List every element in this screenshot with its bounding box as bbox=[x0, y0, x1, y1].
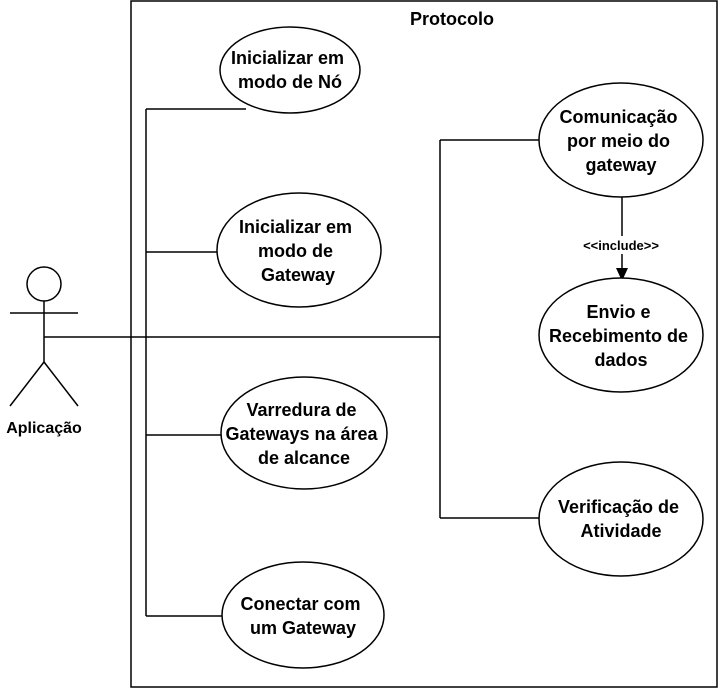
actor-left-leg bbox=[9, 361, 45, 407]
system-title: Protocolo bbox=[410, 9, 494, 29]
use-case-label: Inicializar em modo de Nó bbox=[231, 48, 349, 92]
use-case-envio[interactable]: Envio e Recebimento de dados bbox=[538, 277, 704, 393]
use-case-label: Verificação de Atividade bbox=[558, 497, 684, 541]
use-case-comunicacao[interactable]: Comunicação por meio do gateway bbox=[538, 82, 704, 198]
use-case-label: Varredura de Gateways na área de alcance bbox=[225, 400, 382, 468]
include-relationship: <<include>> bbox=[574, 197, 668, 281]
use-case-varredura[interactable]: Varredura de Gateways na área de alcance bbox=[220, 376, 388, 490]
use-case-label: Envio e Recebimento de dados bbox=[549, 302, 693, 370]
use-case-label: Inicializar em modo de Gateway bbox=[239, 217, 357, 285]
use-case-inicializar-no[interactable]: Inicializar em modo de Nó bbox=[219, 26, 361, 114]
arrowhead-icon bbox=[616, 268, 628, 281]
include-label: <<include>> bbox=[583, 238, 659, 253]
actor-aplicacao[interactable]: Aplicação bbox=[6, 266, 82, 437]
use-case-label: Conectar com um Gateway bbox=[240, 594, 365, 638]
use-case-inicializar-gateway[interactable]: Inicializar em modo de Gateway bbox=[216, 192, 382, 308]
association-lines bbox=[44, 108, 540, 617]
use-case-label: Comunicação por meio do gateway bbox=[559, 107, 682, 175]
use-case-conectar[interactable]: Conectar com um Gateway bbox=[221, 561, 385, 669]
actor-right-leg bbox=[43, 361, 79, 407]
actor-label: Aplicação bbox=[6, 420, 82, 437]
actor-head bbox=[26, 266, 62, 302]
use-case-verificacao[interactable]: Verificação de Atividade bbox=[538, 461, 704, 577]
